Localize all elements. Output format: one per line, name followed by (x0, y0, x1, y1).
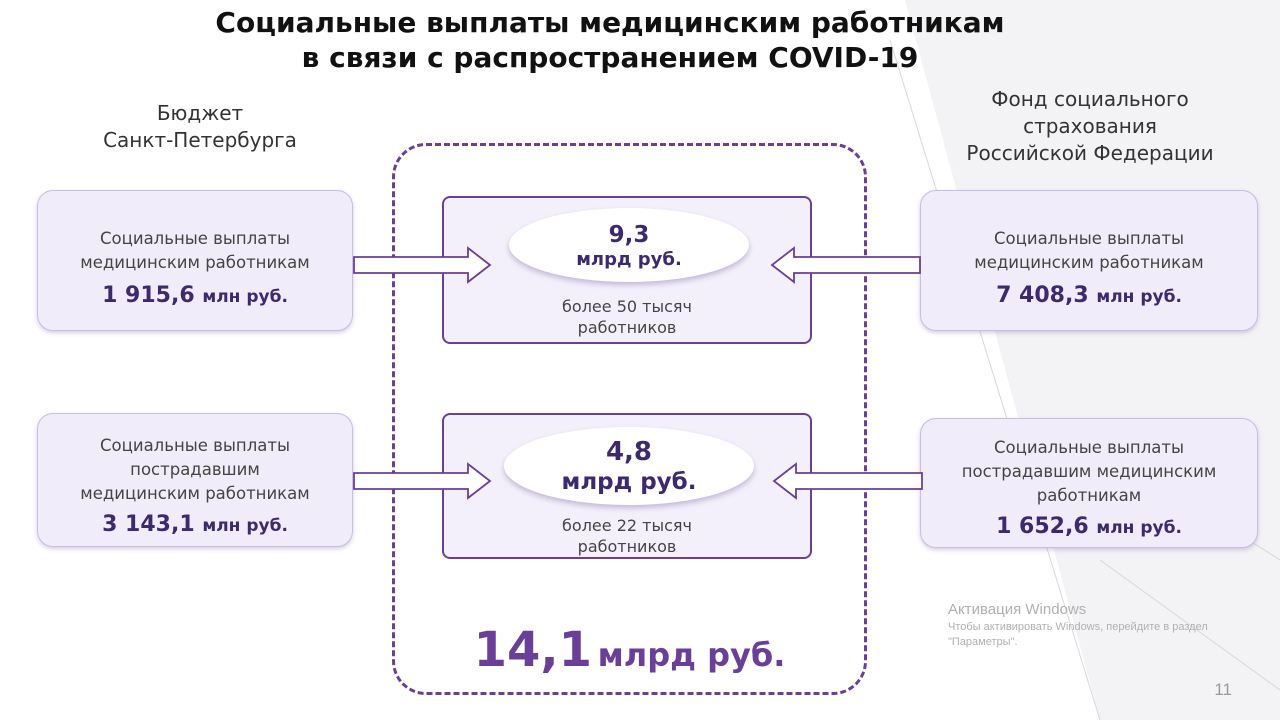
card-description: Социальные выплаты медицинским работника… (80, 229, 310, 272)
card-description: Социальные выплаты пострадавшим медицинс… (961, 438, 1217, 505)
workers-count: более 22 тысяч работников (562, 516, 692, 556)
arrow-right-icon (353, 246, 492, 284)
card-description: Социальные выплаты медицинским работника… (974, 229, 1204, 272)
left-source-heading: Бюджет Санкт-Петербурга (103, 101, 297, 152)
left-card-affected-payments: Социальные выплаты пострадавшим медицинс… (37, 413, 353, 547)
slide-title-line-2: в связи с распространением COVID-19 (301, 41, 919, 74)
total-dashed-frame (392, 143, 867, 695)
card-amount: 1 652,6 млн руб. (996, 514, 1182, 539)
right-source-heading: Фонд социального страхования Российской … (966, 87, 1214, 165)
center-box-affected-payments: 4,8 млрд руб. более 22 тысяч работников (442, 413, 812, 559)
card-description: Социальные выплаты пострадавшим медицинс… (80, 436, 310, 503)
windows-activation-watermark: Активация Windows Чтобы активировать Win… (948, 601, 1208, 648)
card-amount: 7 408,3 млн руб. (996, 283, 1182, 308)
arrow-left-icon (770, 246, 921, 284)
card-amount: 1 915,6 млн руб. (102, 283, 288, 308)
arrow-left-icon (772, 462, 923, 500)
left-card-payments: Социальные выплаты медицинским работника… (37, 190, 353, 331)
workers-count: более 50 тысяч работников (562, 297, 692, 337)
right-card-affected-payments: Социальные выплаты пострадавшим медицинс… (920, 418, 1258, 548)
page-number: 11 (1214, 680, 1232, 699)
amount-oval: 9,3 млрд руб. (509, 208, 749, 282)
right-card-payments: Социальные выплаты медицинским работника… (920, 190, 1258, 331)
center-box-payments: 9,3 млрд руб. более 50 тысяч работников (442, 196, 812, 344)
total-amount: 14,1 млрд руб. (473, 622, 786, 678)
slide-title-line-1: Социальные выплаты медицинским работника… (215, 6, 1005, 39)
amount-oval: 4,8 млрд руб. (504, 427, 754, 505)
card-amount: 3 143,1 млн руб. (102, 512, 288, 537)
arrow-right-icon (353, 462, 492, 500)
